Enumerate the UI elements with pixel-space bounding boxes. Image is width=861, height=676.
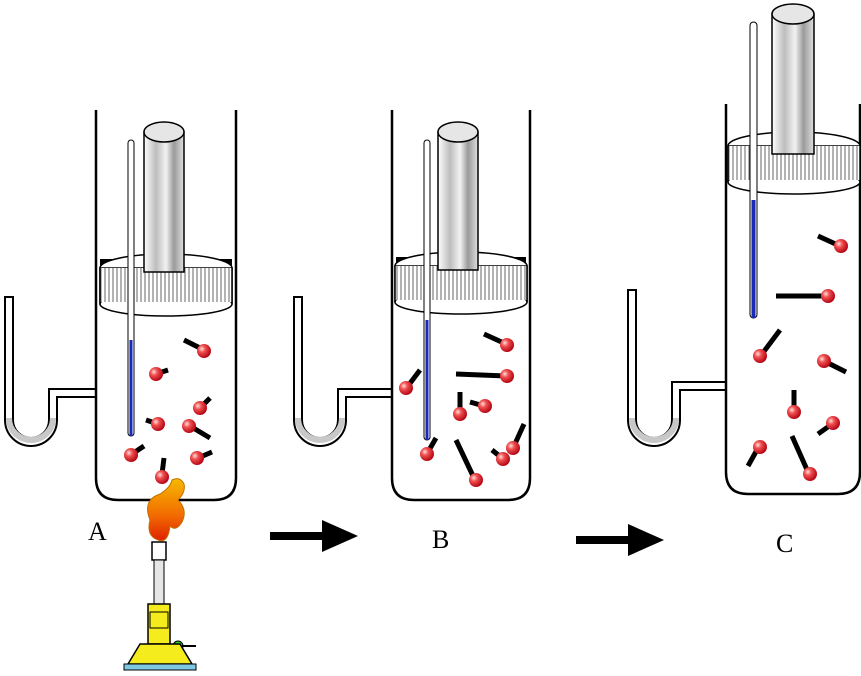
gas-molecule-icon — [482, 331, 514, 352]
piston-icon — [727, 3, 861, 195]
state-label-a: A — [88, 517, 107, 546]
gas-molecule-icon — [455, 369, 514, 383]
flame-icon — [147, 478, 185, 542]
apparatus-c: C — [627, 3, 861, 558]
gas-molecule-icon — [193, 396, 212, 415]
gas-molecule-icon — [190, 449, 213, 465]
arrow-right-icon — [270, 520, 358, 552]
gas-molecule-icon — [399, 368, 422, 395]
gas-molecule-icon — [776, 289, 835, 303]
gas-molecules-b — [399, 331, 527, 487]
state-label-c: C — [776, 529, 793, 558]
manometer-icon — [627, 289, 727, 447]
cylinder-icon — [724, 104, 861, 496]
gas-molecule-icon — [745, 440, 767, 468]
gas-molecule-icon — [182, 337, 211, 358]
gas-molecule-icon — [420, 436, 439, 461]
state-label-b: B — [432, 525, 449, 554]
apparatus-a: A — [4, 110, 238, 671]
piston-icon — [394, 121, 528, 315]
gas-molecule-icon — [817, 354, 848, 375]
gas-molecule-icon — [124, 443, 146, 462]
gas-molecule-icon — [506, 422, 527, 455]
gas-molecule-icon — [145, 417, 165, 431]
gas-molecule-icon — [787, 390, 801, 419]
piston-icon — [99, 121, 233, 317]
gas-molecule-icon — [789, 434, 817, 481]
cylinder-icon — [390, 110, 532, 502]
thermometer-icon — [749, 21, 758, 319]
arrow-right-icon — [576, 524, 664, 556]
gas-molecule-icon — [453, 438, 483, 487]
manometer-icon — [293, 296, 393, 447]
gas-molecule-icon — [816, 416, 840, 437]
gas-molecules-a — [124, 337, 213, 484]
apparatus-b: B — [293, 110, 532, 554]
gas-molecule-icon — [469, 399, 492, 413]
gas-molecule-icon — [490, 448, 510, 466]
gas-molecule-icon — [816, 233, 848, 253]
manometer-icon — [4, 296, 97, 447]
bunsen-burner-icon — [123, 541, 197, 671]
gas-molecule-icon — [453, 392, 467, 421]
gas-molecule-icon — [155, 457, 169, 484]
gas-molecule-icon — [182, 419, 212, 441]
gas-molecule-icon — [149, 367, 169, 381]
thermometer-icon — [127, 139, 135, 437]
thermometer-icon — [423, 139, 431, 441]
gas-molecule-icon — [753, 328, 782, 363]
gas-molecules-c — [745, 233, 848, 481]
